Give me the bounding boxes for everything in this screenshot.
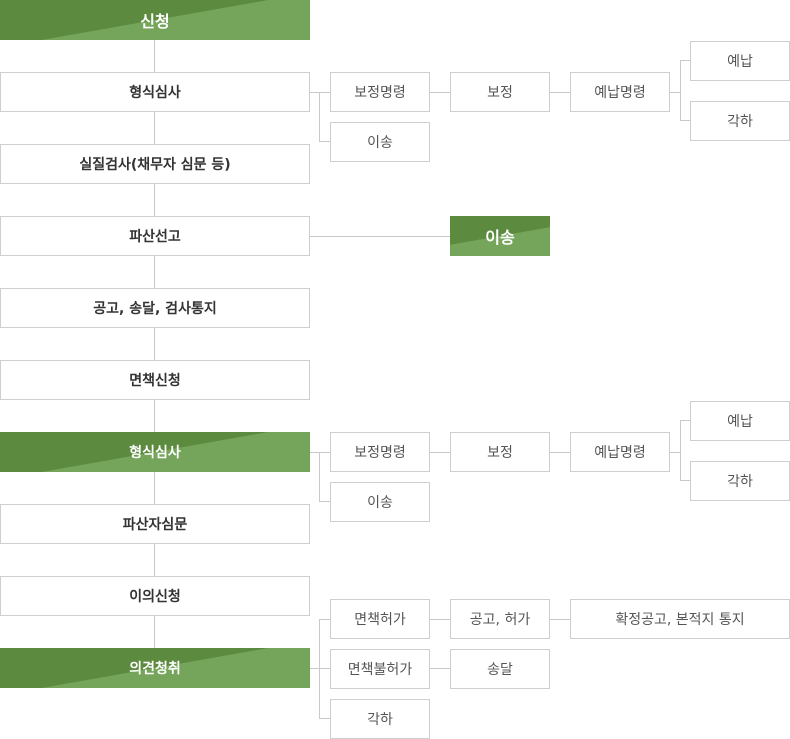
branch1-prepay-order: 예납명령 <box>570 72 670 112</box>
connector-line <box>670 92 680 93</box>
step-objection: 이의신청 <box>0 576 310 616</box>
step-substantive-review: 실질검사(채무자 심문 등) <box>0 144 310 184</box>
step-opinion-hearing: 의견청취 <box>0 648 310 688</box>
connector-line <box>670 452 680 453</box>
connector-line <box>680 420 681 481</box>
connector-line <box>430 92 450 93</box>
step-application: 신청 <box>0 0 310 40</box>
connector-line <box>680 60 690 61</box>
branch1-transfer: 이송 <box>330 122 430 162</box>
branch2-correction: 보정 <box>450 432 550 472</box>
connector-line <box>319 141 330 142</box>
opinion-discharge-deny: 면책불허가 <box>330 649 430 689</box>
opinion-delivery: 송달 <box>450 649 550 689</box>
opinion-notice-permit: 공고, 허가 <box>450 599 550 639</box>
connector-line <box>430 668 450 669</box>
branch1-correction-order: 보정명령 <box>330 72 430 112</box>
branch2-prepay-order: 예납명령 <box>570 432 670 472</box>
step-bankrupt-hearing: 파산자심문 <box>0 504 310 544</box>
step-discharge-application: 면책신청 <box>0 360 310 400</box>
opinion-discharge-permit: 면책허가 <box>330 599 430 639</box>
connector-line <box>430 452 450 453</box>
branch2-transfer: 이송 <box>330 482 430 522</box>
connector-line <box>430 619 450 620</box>
connector-line <box>550 452 570 453</box>
connector-line <box>319 619 330 620</box>
step-formal-review-2: 형식심사 <box>0 432 310 472</box>
bankruptcy-transfer: 이송 <box>450 216 550 256</box>
connector-line <box>550 619 570 620</box>
connector-line <box>154 40 155 648</box>
connector-line <box>319 718 330 719</box>
step-bankruptcy-declaration: 파산선고 <box>0 216 310 256</box>
connector-line <box>310 236 450 237</box>
connector-line <box>310 668 330 669</box>
branch2-dismiss: 각하 <box>690 461 790 501</box>
connector-line <box>319 92 320 142</box>
step-formal-review: 형식심사 <box>0 72 310 112</box>
branch2-prepay: 예납 <box>690 401 790 441</box>
connector-line <box>680 60 681 121</box>
connector-line <box>319 452 320 502</box>
connector-line <box>319 501 330 502</box>
step-notice-delivery: 공고, 송달, 검사통지 <box>0 288 310 328</box>
branch1-prepay: 예납 <box>690 41 790 81</box>
connector-line <box>550 92 570 93</box>
opinion-final-notice: 확정공고, 본적지 통지 <box>570 599 790 639</box>
connector-line <box>319 619 320 719</box>
branch2-correction-order: 보정명령 <box>330 432 430 472</box>
connector-line <box>680 120 690 121</box>
connector-line <box>680 420 690 421</box>
branch1-dismiss: 각하 <box>690 101 790 141</box>
connector-line <box>680 480 690 481</box>
branch1-correction: 보정 <box>450 72 550 112</box>
opinion-dismiss: 각하 <box>330 699 430 739</box>
connector-line <box>310 452 330 453</box>
connector-line <box>310 92 330 93</box>
